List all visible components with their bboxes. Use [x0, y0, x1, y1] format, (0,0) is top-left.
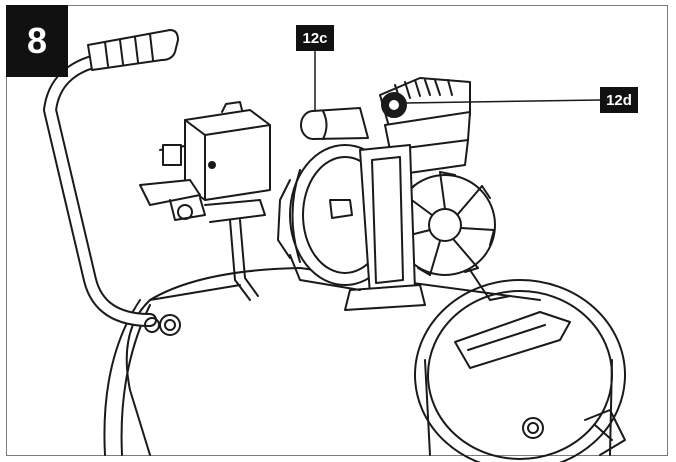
handle-tube	[43, 29, 181, 336]
pump-head	[379, 77, 471, 176]
pressure-switch	[184, 101, 271, 201]
air-filter-12c	[300, 107, 369, 140]
crankcase	[289, 144, 511, 311]
leader-line-12d	[405, 99, 601, 104]
manifold	[139, 144, 266, 301]
tank-cap-handle	[454, 311, 571, 369]
valve-12d	[381, 92, 407, 118]
tank-fitting	[522, 417, 544, 439]
wheel	[584, 409, 626, 456]
callout-label-12d: 12d	[600, 87, 638, 113]
callout-label-12c: 12c	[296, 25, 334, 51]
figure-number-badge: 8	[6, 5, 68, 77]
figure-frame	[6, 5, 668, 456]
